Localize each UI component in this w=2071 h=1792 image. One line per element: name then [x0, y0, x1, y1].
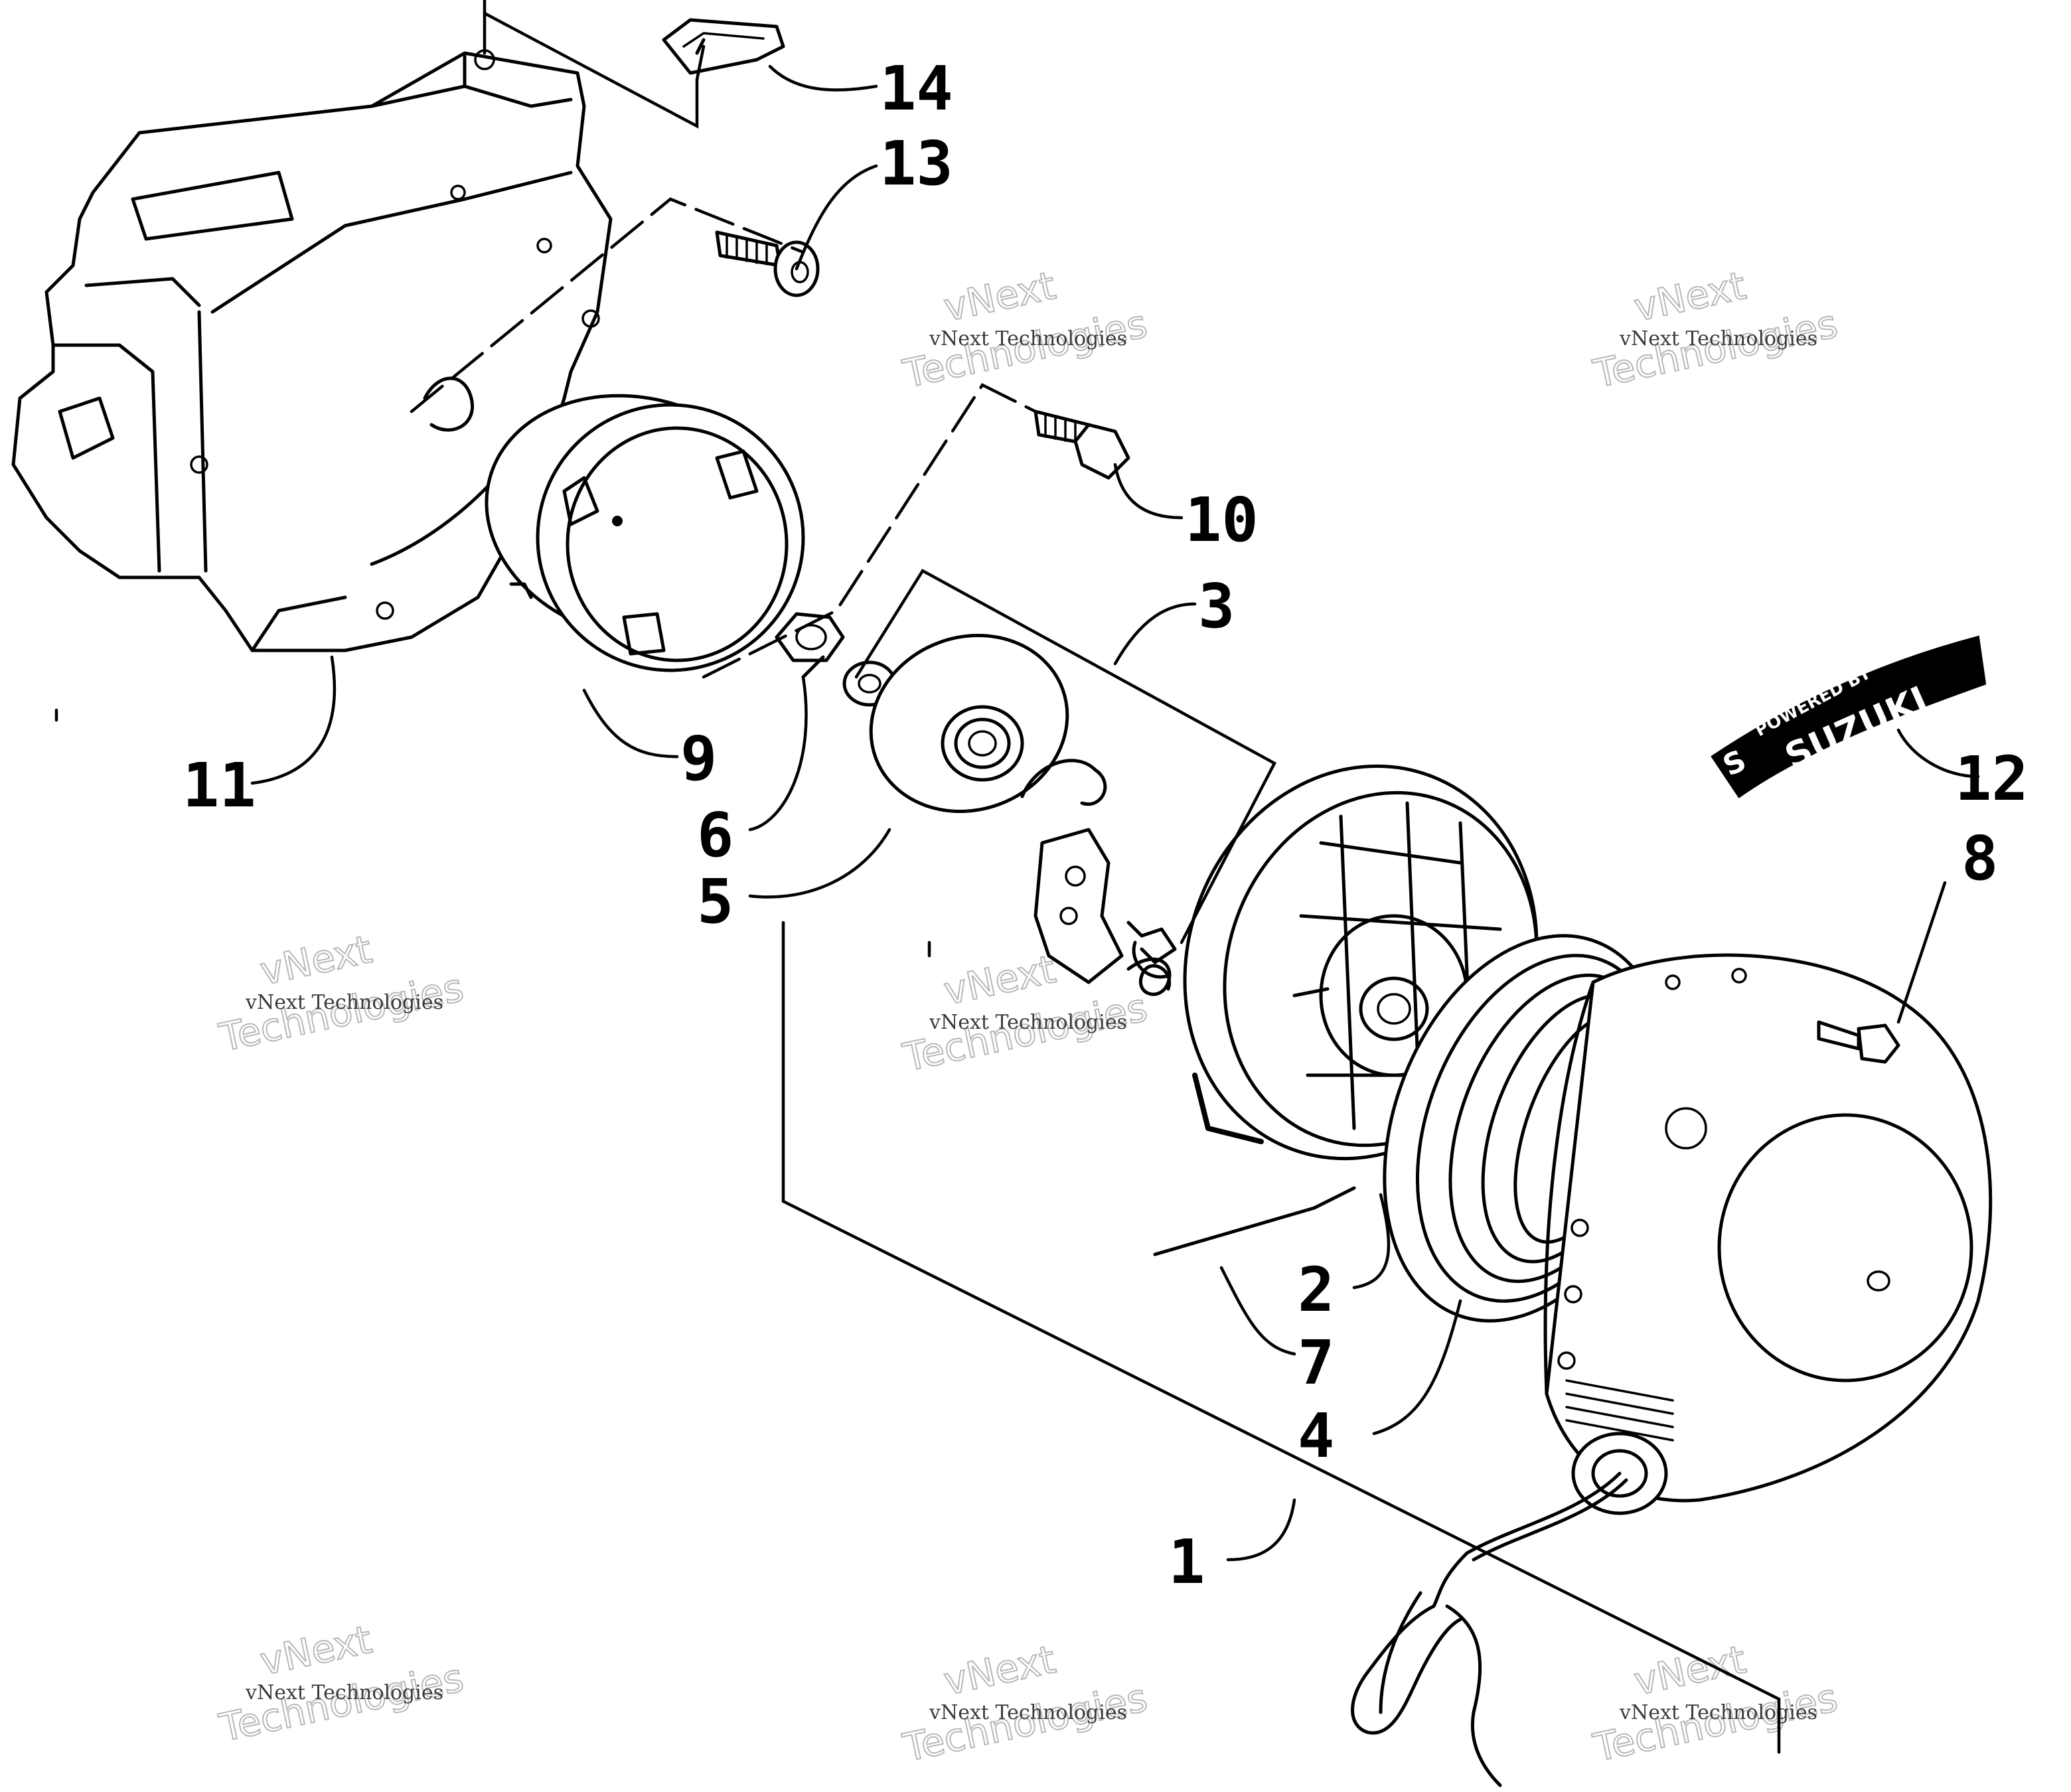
watermark-line1: vNext Technologies — [929, 327, 1127, 350]
bolt-8-part — [1817, 1020, 1900, 1064]
watermark-line2: vNext — [256, 1617, 376, 1684]
callout-5: 5 — [697, 866, 733, 937]
watermark-line2: vNext — [940, 263, 1059, 331]
watermark-line1: vNext Technologies — [1619, 327, 1817, 350]
friction-plate-part — [869, 634, 1107, 813]
callout-1: 1 — [1168, 1527, 1205, 1598]
watermark-line2: vNext — [1630, 1637, 1750, 1704]
callout-8: 8 — [1961, 823, 1998, 894]
watermark-line2: vNext — [940, 946, 1059, 1014]
recoil-case-part — [1465, 953, 1993, 1562]
watermark-line2: vNext — [1630, 263, 1750, 331]
callout-14: 14 — [880, 53, 953, 124]
ratchet-spring-part — [1126, 957, 1172, 996]
watermark-line1: vNext Technologies — [245, 1681, 443, 1704]
callout-12: 12 — [1955, 743, 2029, 814]
callout-3: 3 — [1198, 571, 1235, 642]
callout-labels: 14 13 10 3 9 6 5 11 12 8 2 7 4 1 — [183, 53, 2029, 1598]
watermark-line1: vNext Technologies — [1619, 1701, 1817, 1724]
watermark-line1: vNext Technologies — [929, 1701, 1127, 1724]
callout-2: 2 — [1298, 1254, 1334, 1325]
watermark-line2: vNext — [256, 927, 376, 994]
starter-cup-part — [485, 394, 805, 672]
callout-7: 7 — [1298, 1327, 1334, 1398]
callout-11: 11 — [183, 750, 256, 821]
starter-handle-rope-part — [1351, 1551, 1502, 1787]
ratchet-part — [1034, 828, 1177, 984]
watermark-line1: vNext Technologies — [929, 1011, 1127, 1034]
nut-part — [775, 612, 845, 679]
starter-rope-part — [1153, 1186, 1356, 1256]
watermark-line2: vNext — [940, 1637, 1059, 1704]
callout-6: 6 — [697, 800, 733, 871]
decal-part: POWERED BY SUZUKI S — [1711, 635, 1987, 798]
recoil-housing-part — [11, 49, 613, 652]
callout-9: 9 — [680, 723, 717, 794]
cap-screw-13-part — [715, 230, 820, 297]
leader-lines — [250, 64, 1980, 1562]
callout-4: 4 — [1298, 1400, 1334, 1471]
callout-10: 10 — [1185, 485, 1259, 556]
assembly-bracket-lines — [54, 0, 1781, 1754]
watermark-line1: vNext Technologies — [245, 991, 443, 1014]
clip-part — [662, 18, 785, 75]
callout-13: 13 — [880, 128, 953, 199]
